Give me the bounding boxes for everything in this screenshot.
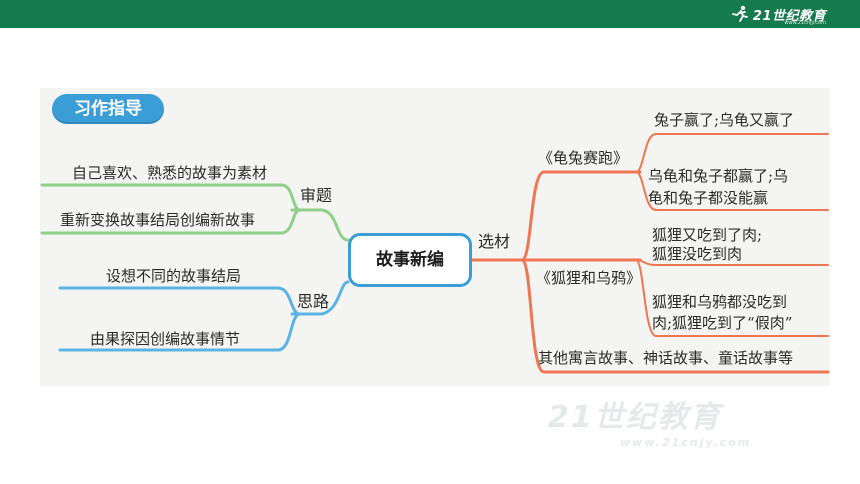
- group-2-item-1-line-2: 狐狸没吃到肉: [652, 245, 743, 263]
- silu-label: 思路: [297, 292, 330, 311]
- group-2-item-2-line-1: 狐狸和乌鸦都没吃到: [652, 293, 788, 311]
- connector-other: [520, 258, 830, 374]
- group-2-name: 《狐狸和乌鸦》: [536, 269, 642, 287]
- logo-subtext: www.21cnjy.com: [784, 20, 826, 26]
- central-topic: 故事新编: [348, 233, 472, 287]
- shenti-label: 审题: [300, 186, 333, 205]
- runner-icon: [732, 5, 748, 22]
- silu-item-2: 由果探因创编故事情节: [90, 330, 241, 348]
- group-1-item-1: 兔子赢了;乌龟又赢了: [654, 111, 795, 129]
- connector-shenti: [290, 208, 350, 242]
- watermark-text: 21世纪教育: [548, 400, 722, 435]
- connector-group-1-item-1: [635, 133, 829, 173]
- connector-group-1-item-2: [635, 171, 829, 211]
- connector-group-2-item-2: [635, 259, 829, 337]
- xuancai-label: 选材: [478, 232, 511, 251]
- shenti-item-1: 自己喜欢、熟悉的故事为素材: [72, 164, 268, 182]
- group-1-name: 《龟兔赛跑》: [538, 149, 629, 167]
- connector-silu-item-2: [58, 312, 302, 352]
- group-1-item-2-line-2: 龟和兔子都没能赢: [648, 189, 769, 207]
- other-stories: 其他寓言故事、神话故事、童话故事等: [538, 349, 794, 367]
- group-2-item-2-line-2: 肉;狐狸吃到了“假肉”: [652, 314, 793, 332]
- top-bar: 21世纪教育 www.21cnjy.com: [0, 0, 860, 28]
- watermark: 21世纪教育 www.21cnjy.com: [548, 392, 751, 449]
- silu-item-1: 设想不同的故事结局: [106, 267, 242, 285]
- watermark-sub: www.21cnjy.com: [620, 436, 752, 449]
- connector-group-1: [520, 170, 642, 262]
- shenti-item-2: 重新变换故事结局创编新故事: [60, 211, 256, 229]
- connector-silu: [290, 280, 350, 316]
- group-2-item-1-line-1: 狐狸又吃到了肉;: [652, 226, 763, 244]
- section-title-badge: 习作指导: [52, 94, 164, 124]
- connector-shenti-item-2: [40, 208, 302, 235]
- logo-text: 21世纪教育: [752, 8, 826, 24]
- connector-shenti-item-1: [40, 183, 302, 212]
- group-1-item-2-line-1: 乌龟和兔子都赢了;乌: [648, 167, 789, 185]
- brand-logo: 21世纪教育 www.21cnjy.com: [731, 4, 826, 26]
- connector-group-2-item-1: [635, 259, 829, 266]
- connector-silu-item-1: [58, 286, 302, 316]
